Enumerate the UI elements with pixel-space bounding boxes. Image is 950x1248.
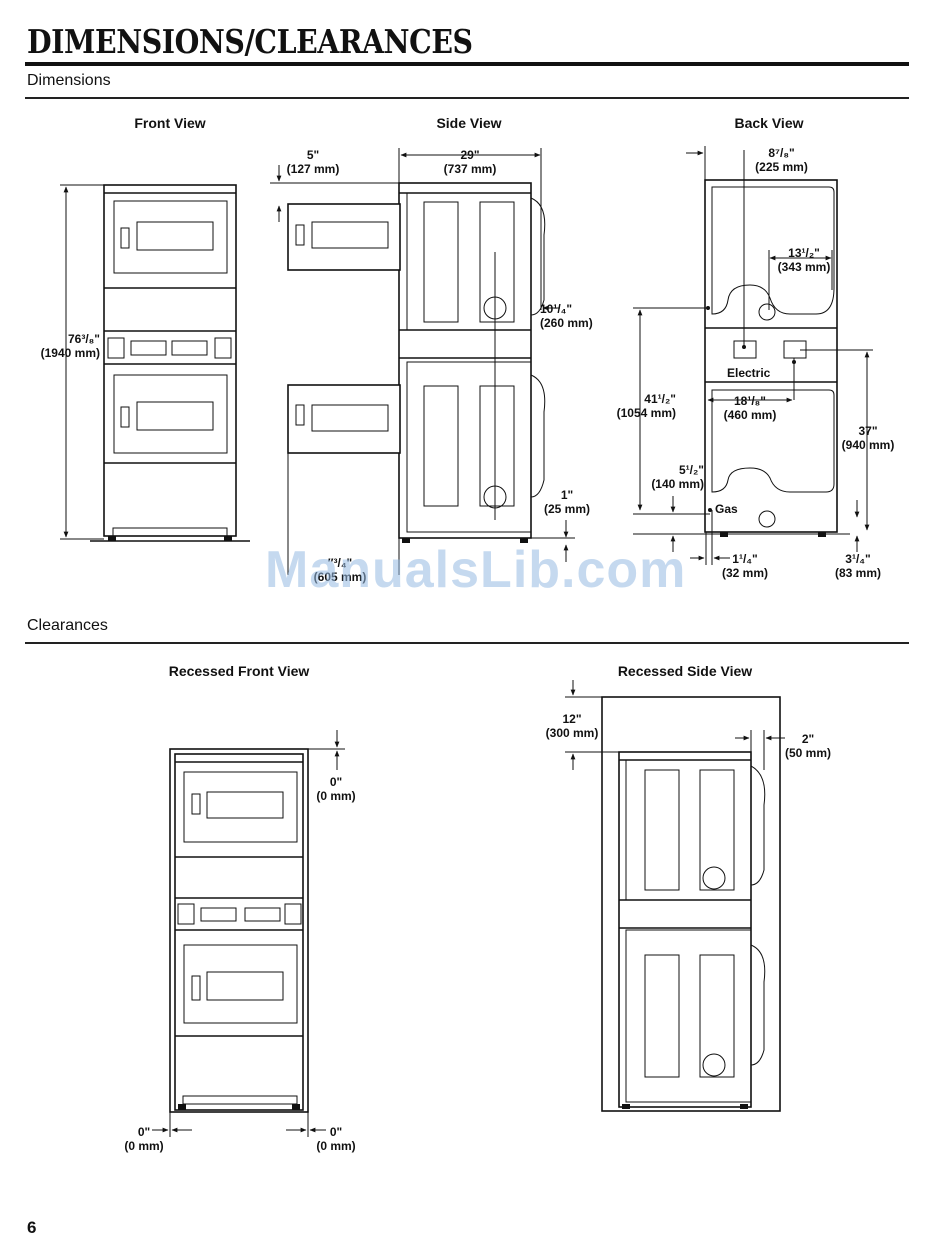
title-rule	[25, 62, 909, 66]
back-right-offset-dim: 3¹/₄" (83 mm)	[834, 552, 881, 580]
front-height-dim: 76³/₈" (1940 mm)	[40, 332, 100, 360]
recessed-side-rear-dim: 2" (50 mm)	[784, 732, 831, 760]
front-view-drawing	[60, 184, 250, 542]
front-view-label: Front View	[134, 115, 206, 131]
dimensions-heading: Dimensions	[27, 72, 111, 89]
side-view-drawing	[270, 148, 575, 575]
back-electric-offset-dim: 18¹/₈" (460 mm)	[723, 394, 777, 422]
recessed-front-left-dim: 0" (0 mm)	[124, 1125, 164, 1153]
side-view-label: Side View	[436, 115, 502, 131]
back-view-drawing	[633, 146, 873, 565]
page-number: 6	[27, 1218, 37, 1237]
side-top-offset-dim: 5" (127 mm)	[286, 148, 340, 176]
back-electric-label: Electric	[727, 366, 771, 380]
side-vent-dim: 10¹/₄" (260 mm)	[540, 302, 593, 330]
recessed-side-label: Recessed Side View	[617, 663, 753, 679]
side-door-open-dim: ″³/₄" (⁠605 mm)	[313, 556, 367, 584]
back-height-a-dim: 41¹/₂" (1054 mm)	[616, 392, 676, 420]
recessed-side-top-dim: 12" (300 mm)	[545, 712, 599, 740]
back-vent-center-dim: 13¹/₂" (343 mm)	[777, 246, 831, 274]
clearances-heading: Clearances	[27, 617, 108, 634]
recessed-front-drawing	[152, 730, 345, 1137]
recessed-side-drawing	[565, 680, 785, 1112]
back-vent-offset-dim: 8⁷/₈" (225 mm)	[755, 146, 808, 174]
back-gas-label: Gas	[715, 502, 738, 516]
back-gas-offset-dim: 1¹/₄" (32 mm)	[721, 552, 768, 580]
back-gas-height-dim: 5¹/₂" (140 mm)	[651, 463, 704, 491]
recessed-front-right-dim: 0" (0 mm)	[316, 1125, 356, 1153]
side-depth-dim: 29" (737 mm)	[443, 148, 497, 176]
clearances-rule	[25, 642, 909, 644]
back-view-label: Back View	[734, 115, 804, 131]
recessed-front-top-dim: 0" (0 mm)	[316, 775, 356, 803]
back-height-b-dim: 37" (940 mm)	[841, 424, 895, 452]
side-foot-dim: 1" (25 mm)	[543, 488, 590, 516]
watermark: ManualsLib.com	[265, 541, 687, 599]
recessed-front-label: Recessed Front View	[168, 663, 310, 679]
page-title: DIMENSIONS/CLEARANCES	[27, 22, 473, 61]
dimensions-rule	[25, 97, 909, 99]
